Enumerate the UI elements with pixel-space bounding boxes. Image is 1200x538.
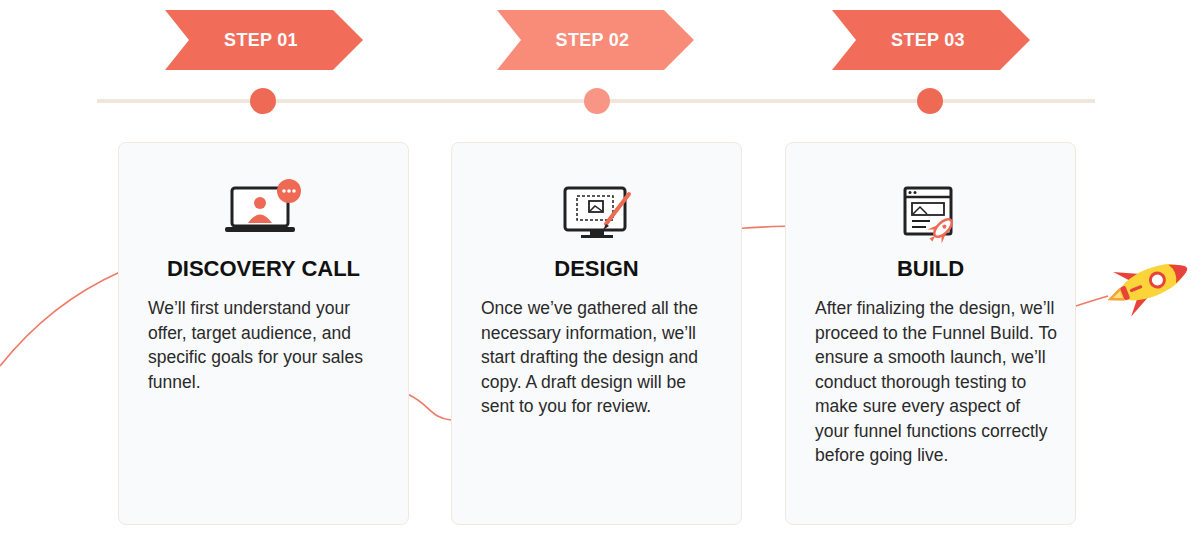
step-card: BUILD After finalizing the design, we’ll … [785,142,1076,525]
flow-connector [742,226,785,228]
chevron-fill [832,10,1030,70]
step-heading: BUILD [804,255,1057,283]
step-description: After finalizing the design, we’ll proce… [815,296,1057,468]
timeline-dot [584,88,610,114]
step-label: STEP 03 [891,30,971,51]
step-label: STEP 01 [224,30,304,51]
step-label: STEP 02 [556,30,636,51]
flow-curve [1076,296,1108,306]
step-description: We’ll first understand your offer, targe… [148,296,390,394]
flow-connector [409,395,451,420]
timeline-dot [917,88,943,114]
chevron-fill [165,10,363,70]
step-banner: STEP 01 [165,10,363,70]
timeline-dot [250,88,276,114]
step-card: DISCOVERY CALL We’ll first understand you… [118,142,409,525]
flow-curve [0,272,120,366]
step-heading: DISCOVERY CALL [137,255,390,283]
step-description: Once we’ve gathered all the necessary in… [481,296,723,419]
step-card: DESIGN Once we’ve gathered all the necess… [451,142,742,525]
step-banner: STEP 03 [832,10,1030,70]
step-banner: STEP 02 [497,10,694,70]
chevron-fill [497,10,694,70]
step-heading: DESIGN [470,255,723,283]
rocket-illustration [1098,246,1196,323]
